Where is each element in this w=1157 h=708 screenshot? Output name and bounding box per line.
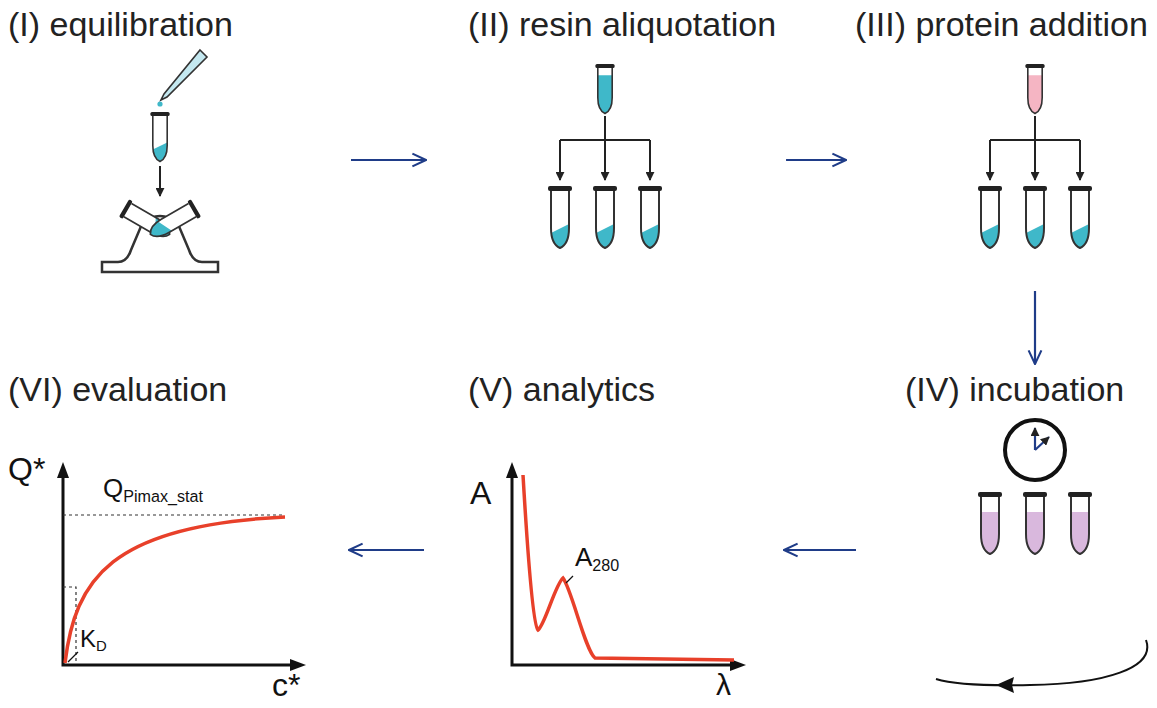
tube [150,112,169,162]
source-tube [595,64,614,114]
flow-arrow [1034,291,1036,364]
tube [145,199,201,243]
tube [548,186,572,248]
step-heading: (II) resin aliquotation [468,5,776,44]
process-step: (I) equilibration [5,3,345,285]
spectrum-chart [506,462,746,671]
tube [638,186,662,248]
axis-label: A280 [575,543,619,572]
process-step: (IV) incubation [862,368,1154,704]
step-heading: (IV) incubation [905,370,1124,409]
tube [1023,186,1047,248]
tube [1068,492,1092,554]
flow-arrow [786,159,846,161]
axis-label: Q* [8,452,45,487]
axis-label: c* [272,668,300,703]
step-arrow [159,166,161,196]
flow-arrow [784,549,856,551]
step-heading: (VI) evaluation [8,370,227,409]
pipette [157,50,207,107]
isotherm-chart [57,462,306,671]
axis-label: A [470,476,491,511]
rotation-arrow [936,640,1147,693]
step-heading: (I) equilibration [8,5,233,44]
axis-label: QPimax_stat [103,474,203,503]
process-step: (VI) evaluation [5,368,345,704]
axis-label: KD [80,626,107,652]
split-lines [990,116,1080,180]
flow-arrow [349,549,424,551]
step-heading: (III) protein addition [855,5,1148,44]
clock [1005,420,1065,480]
step-heading: (V) analytics [468,370,655,409]
source-tube [1025,64,1044,114]
axis-label: λ [716,668,731,701]
tube [593,186,617,248]
process-step: (III) protein addition [850,3,1154,285]
tube [1023,492,1047,554]
tube [1068,186,1092,248]
process-step: (V) analytics [430,368,780,704]
tube [978,492,1002,554]
split-lines [560,116,650,180]
tube [978,186,1002,248]
flow-arrow [351,159,426,161]
process-step: (II) resin aliquotation [430,3,780,285]
